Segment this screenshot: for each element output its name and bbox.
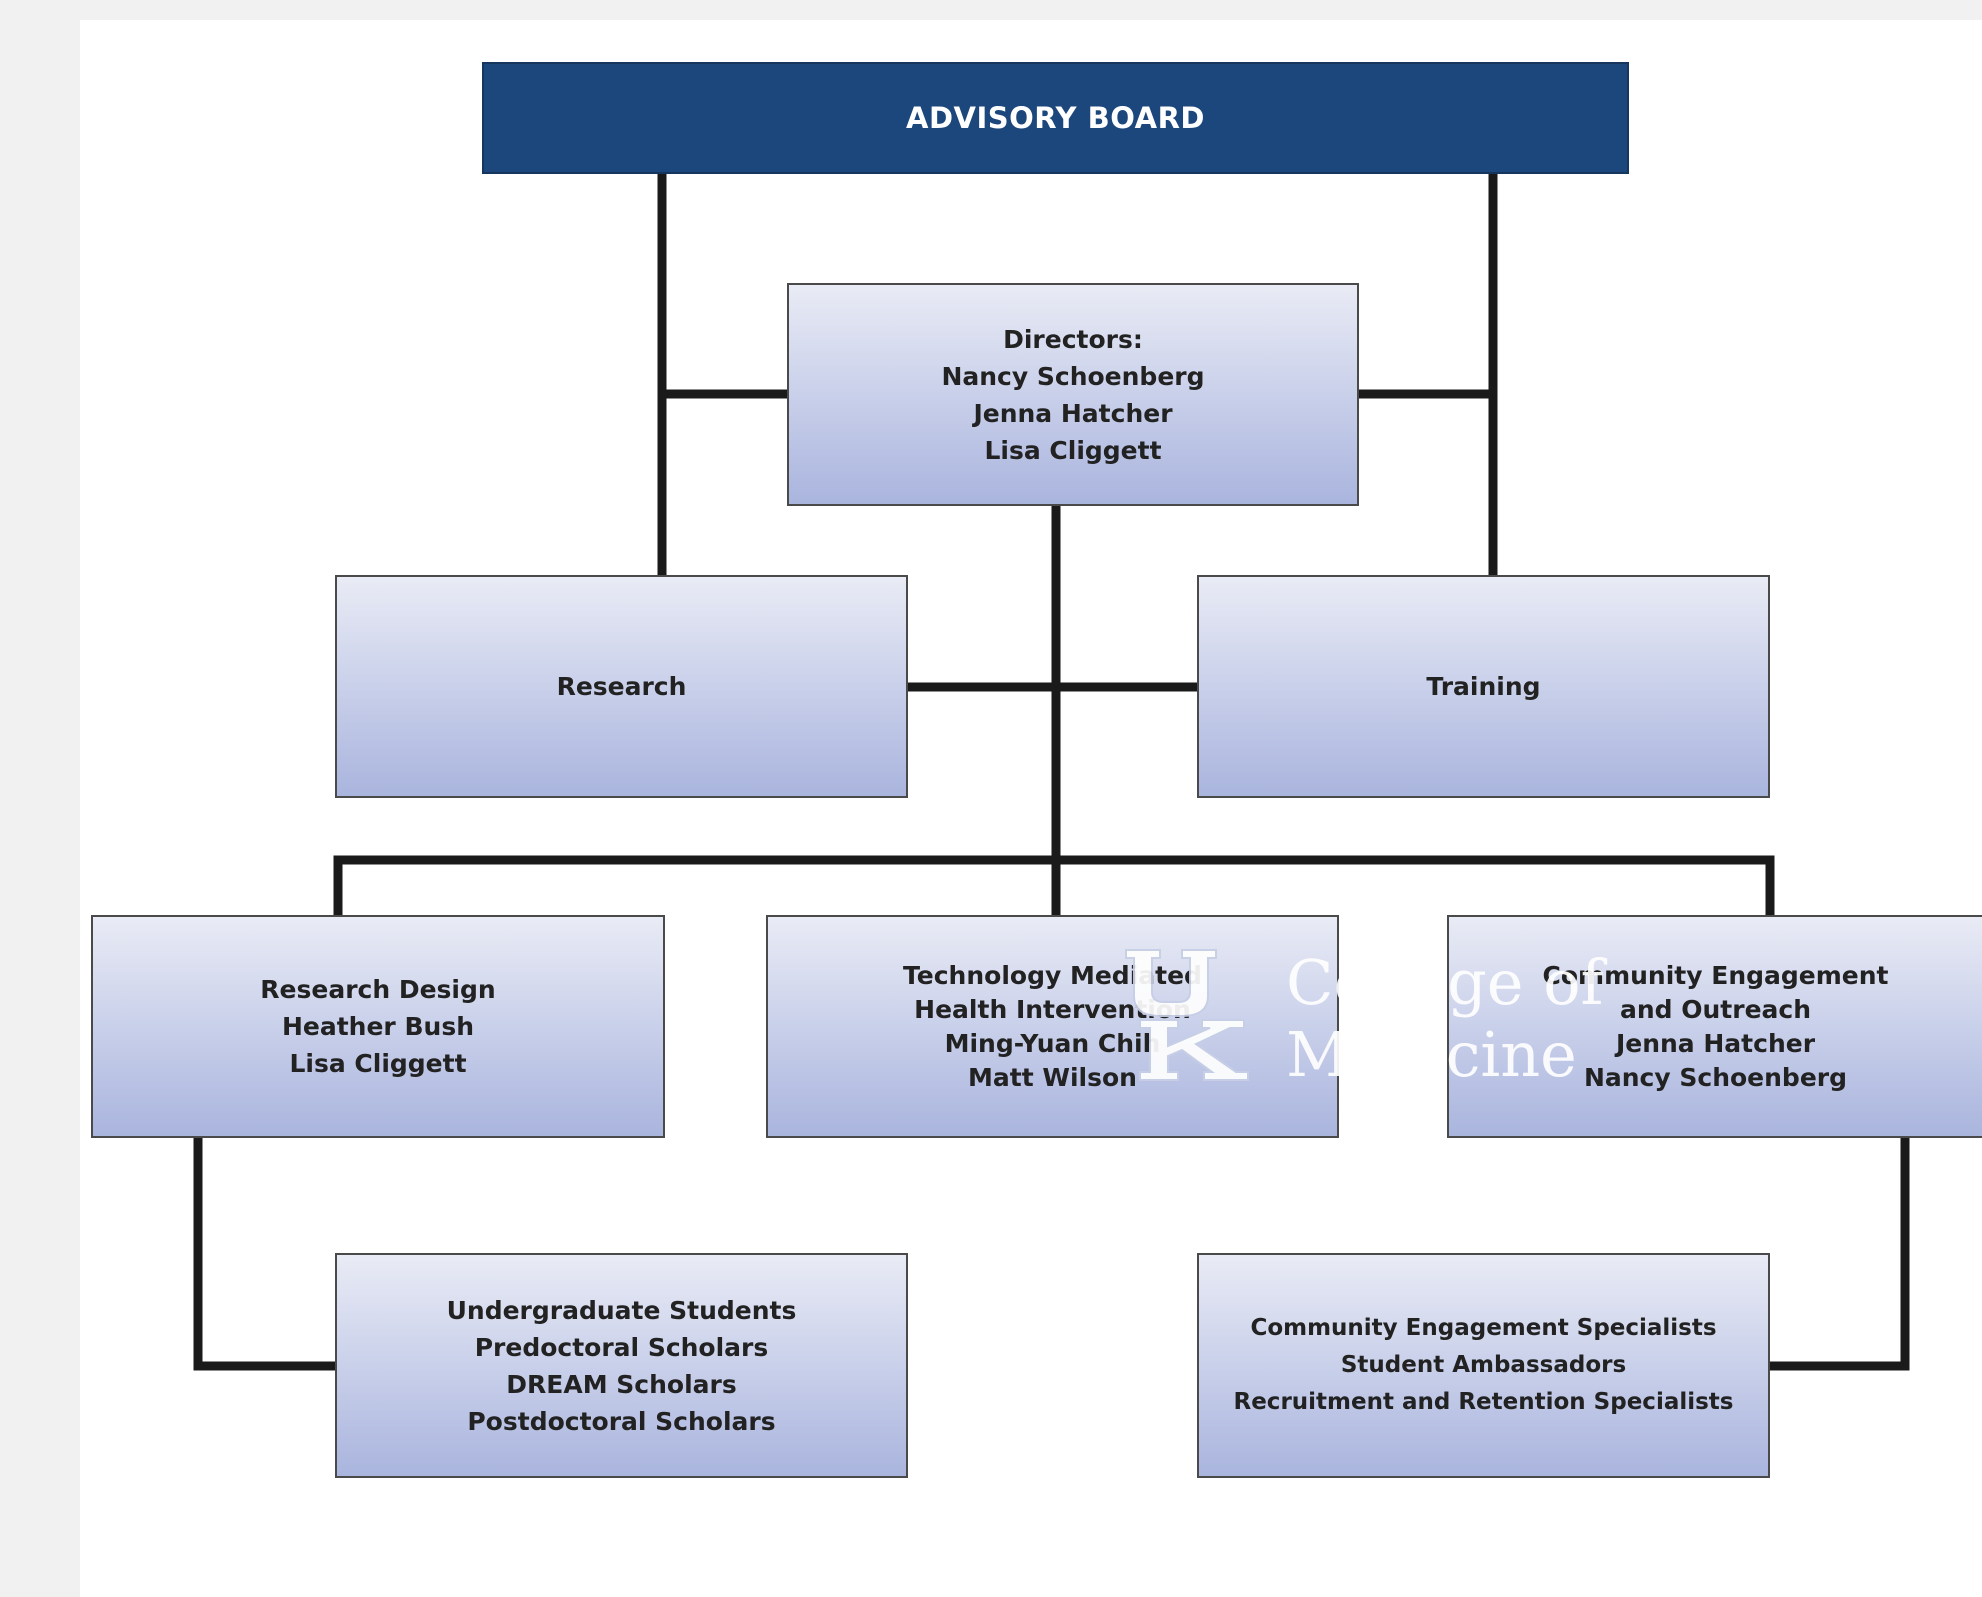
- advisory-board-label: ADVISORY BOARD: [906, 101, 1205, 135]
- core-title: Technology Mediated: [903, 960, 1202, 990]
- core-member: Matt Wilson: [968, 1062, 1137, 1092]
- technology-core-box: Technology Mediated Health Intervention …: [766, 915, 1339, 1138]
- core-member: Nancy Schoenberg: [1583, 1062, 1848, 1092]
- research-box: Research: [335, 575, 908, 798]
- director-name: Nancy Schoenberg: [941, 361, 1205, 391]
- trainee-group: Postdoctoral Scholars: [467, 1406, 776, 1436]
- core-member: Jenna Hatcher: [1615, 1028, 1816, 1058]
- training-label: Training: [1426, 672, 1541, 701]
- community-engagement-core-box: Community Engagement and Outreach Jenna …: [1447, 915, 1982, 1138]
- director-name: Lisa Cliggett: [984, 435, 1162, 465]
- directors-heading: Directors:: [1003, 324, 1143, 354]
- core-member: Heather Bush: [281, 1012, 475, 1041]
- trainee-group: Predoctoral Scholars: [474, 1332, 769, 1362]
- community-staff-box: Community Engagement Specialists Student…: [1197, 1253, 1770, 1478]
- research-design-core-box: Research Design Heather Bush Lisa Cligge…: [91, 915, 665, 1138]
- training-box: Training: [1197, 575, 1770, 798]
- core-member: Ming-Yuan Chih: [944, 1028, 1161, 1058]
- trainee-group: DREAM Scholars: [506, 1369, 737, 1399]
- connector-core3-to-staff: [1763, 1132, 1910, 1371]
- staff-role: Community Engagement Specialists: [1250, 1315, 1717, 1341]
- trainee-group: Undergraduate Students: [446, 1295, 797, 1325]
- advisory-board-box: ADVISORY BOARD: [482, 62, 1629, 174]
- core-title: Community Engagement: [1542, 960, 1889, 990]
- directors-box: Directors: Nancy Schoenberg Jenna Hatche…: [787, 283, 1359, 506]
- staff-role: Student Ambassadors: [1340, 1352, 1627, 1378]
- core-title: Research Design: [260, 975, 496, 1004]
- core-title: Health Intervention: [914, 994, 1191, 1024]
- trainees-box: Undergraduate Students Predoctoral Schol…: [335, 1253, 908, 1478]
- core-member: Lisa Cliggett: [289, 1049, 467, 1078]
- connector-core1-to-trainees: [193, 1132, 341, 1371]
- research-label: Research: [556, 672, 687, 701]
- director-name: Jenna Hatcher: [973, 398, 1173, 428]
- staff-role: Recruitment and Retention Specialists: [1233, 1389, 1734, 1415]
- core-title: and Outreach: [1619, 994, 1812, 1024]
